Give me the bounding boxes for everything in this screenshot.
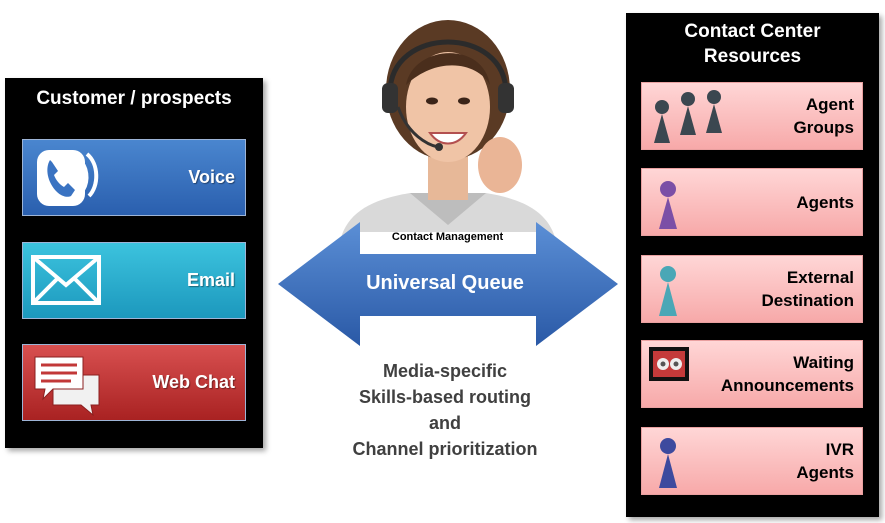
resource-label: External Destination [761,268,854,310]
resources-panel-title: Contact Center Resources [684,21,821,67]
speaker-box-icon [649,347,689,381]
agent-group-icon [654,90,722,143]
routing-line: Skills-based routing [358,387,532,407]
resource-label: Agents [796,192,854,212]
ivr-agent-icon [659,438,677,488]
external-agent-icon [659,266,677,316]
routing-line: Media-specific [382,361,508,381]
resource-agents[interactable]: Agents [641,168,863,236]
customer-panel: Customer / prospects Voice Email Web Cha… [5,78,263,448]
resource-label: Agent Groups [793,95,854,137]
resource-label: Waiting Announcements [720,353,854,395]
channel-email-label: Email [186,270,235,290]
resource-ivr-agents[interactable]: IVR Agents [641,427,863,495]
resource-waiting-announcements[interactable]: Waiting Announcements [641,340,863,408]
envelope-icon [31,255,101,305]
agent-icon [659,181,677,229]
routing-line: and [428,413,461,433]
telephone-icon [37,150,99,206]
chat-bubbles-icon [34,356,100,417]
channel-email[interactable]: Email [22,242,246,319]
channel-web-chat[interactable]: Web Chat [22,344,246,421]
channel-voice-label: Voice [188,167,235,187]
queue-subtitle: Contact Management [391,231,504,243]
customer-panel-title: Customer / prospects [36,88,232,109]
channel-voice[interactable]: Voice [22,139,246,216]
call-center-agent-illustration [338,20,558,255]
routing-description: Media-specific Skills-based routing and … [320,358,570,462]
universal-queue-arrow [278,222,618,346]
resource-label: IVR Agents [796,440,854,482]
channel-web-chat-label: Web Chat [152,372,235,392]
routing-line: Channel prioritization [352,439,538,459]
resources-panel: Contact Center Resources Agent Groups Ag… [626,13,879,517]
queue-title: Universal Queue [366,272,524,294]
resource-external-destination[interactable]: External Destination [641,255,863,323]
resource-agent-groups[interactable]: Agent Groups [641,82,863,150]
